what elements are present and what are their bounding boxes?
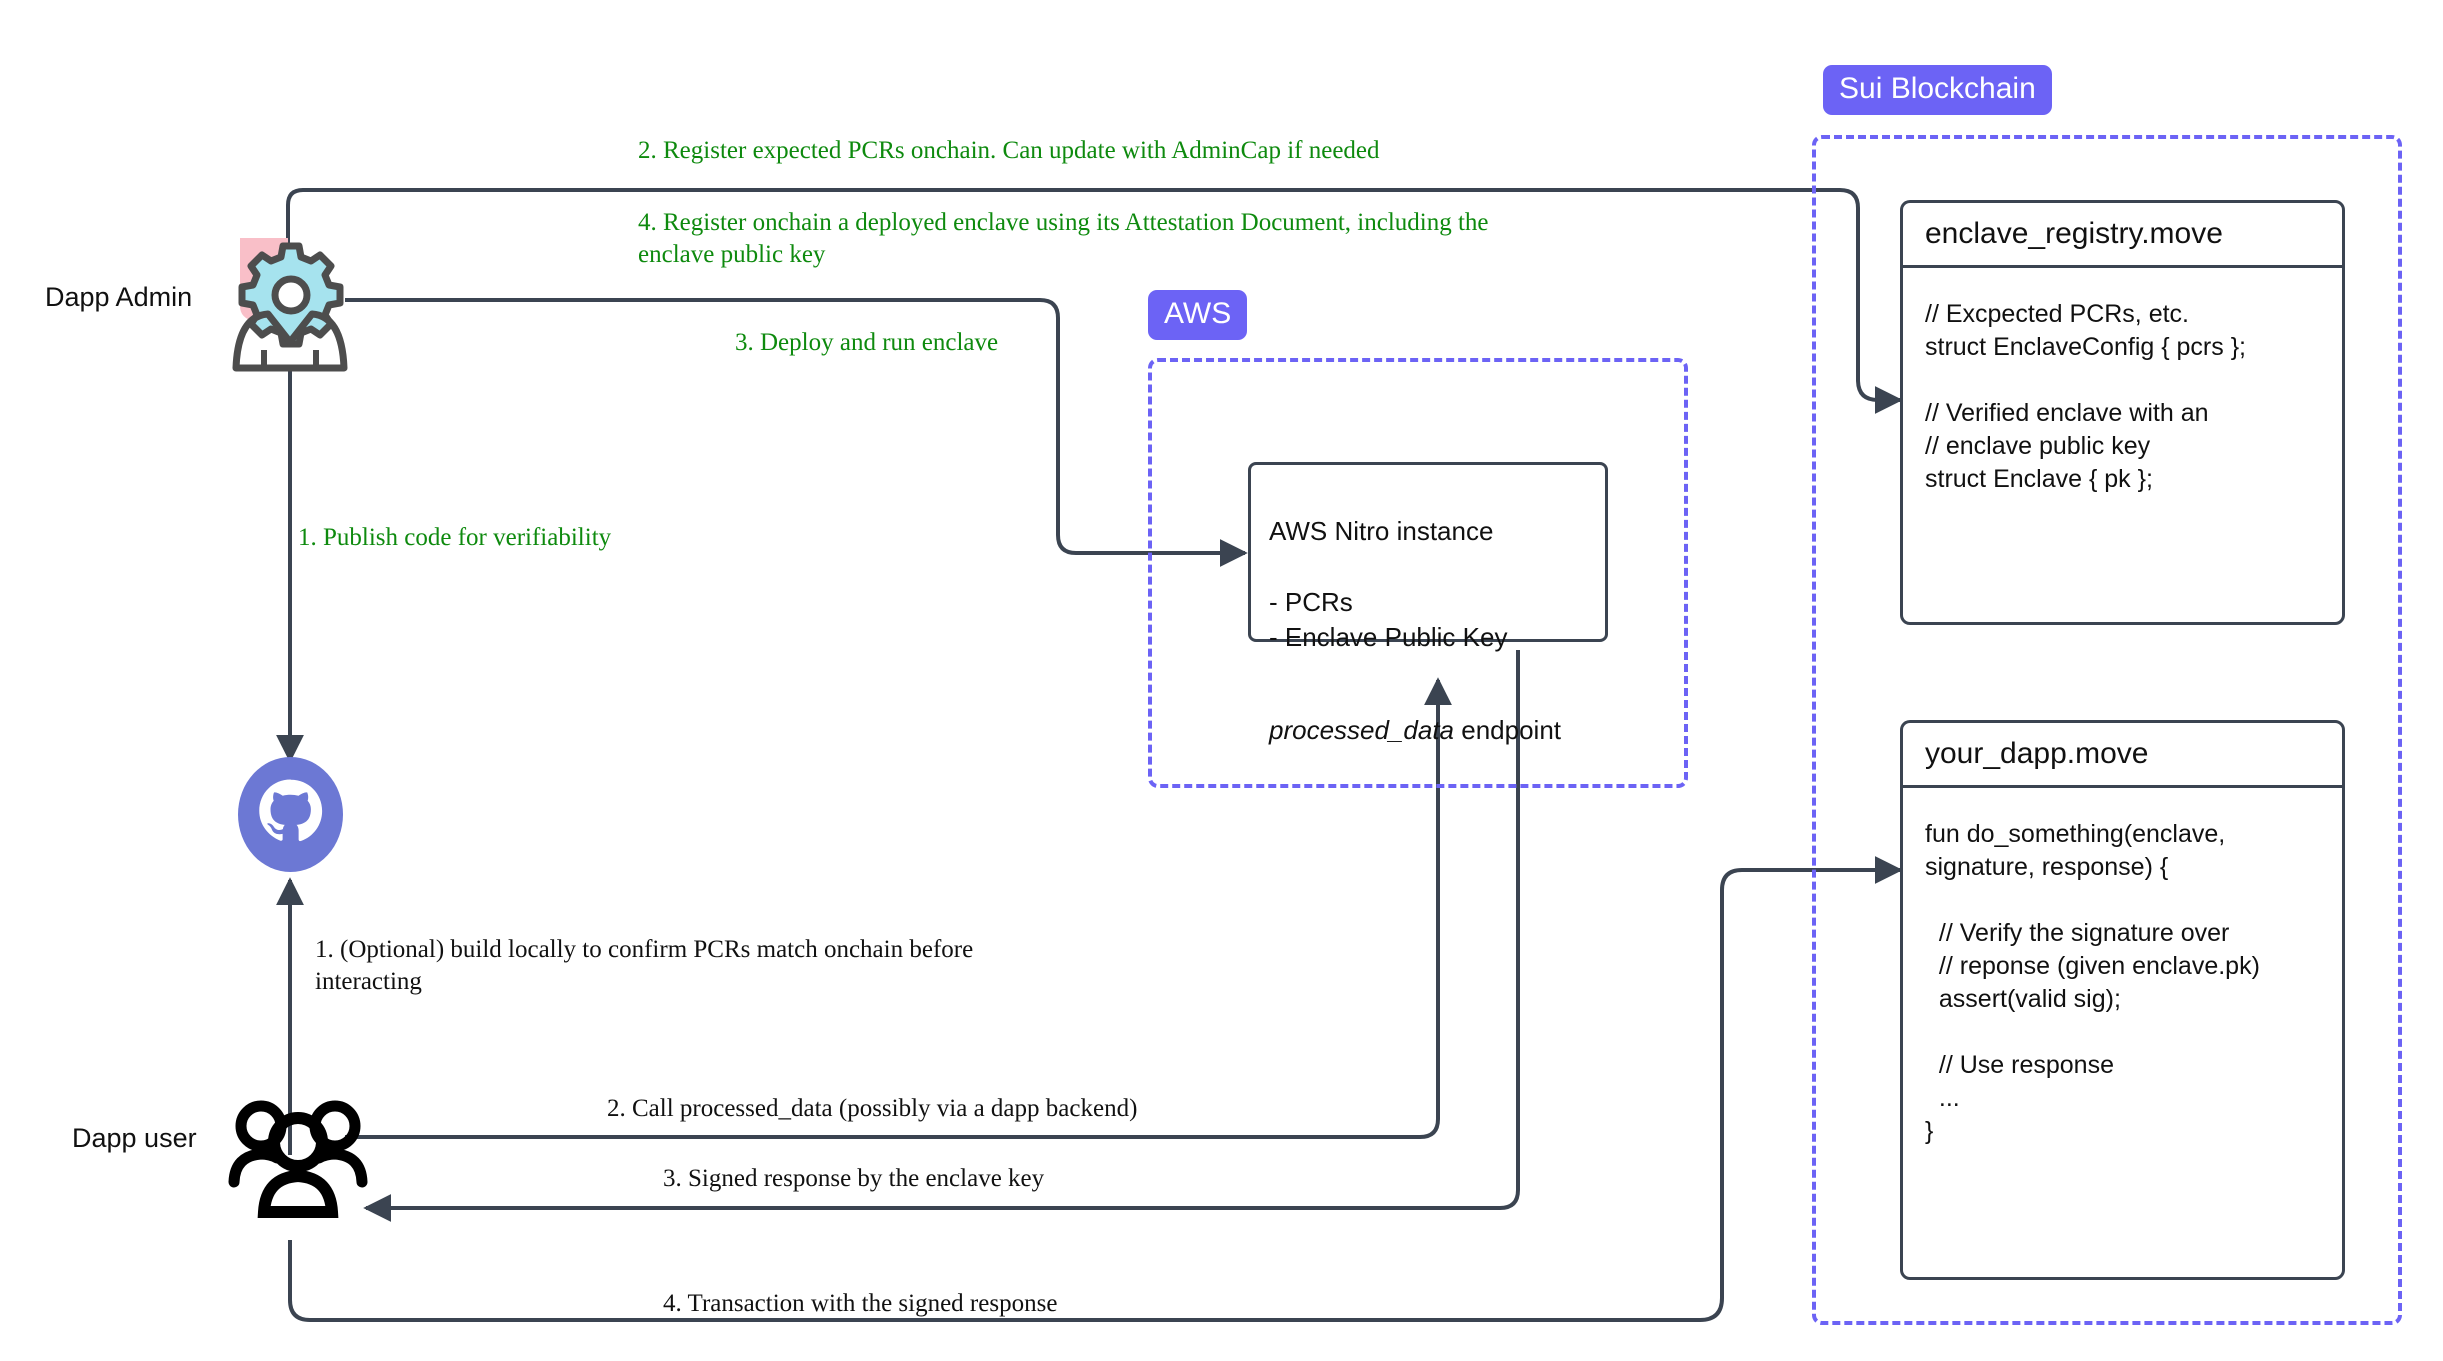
label-publish-code: 1. Publish code for verifiability	[298, 524, 612, 551]
label-signed-response: 3. Signed response by the enclave key	[663, 1165, 1045, 1192]
label-register-pcrs: 2. Register expected PCRs onchain. Can u…	[638, 137, 1380, 164]
dapp-admin-label: Dapp Admin	[45, 282, 193, 312]
label-deploy-run-enclave: 3. Deploy and run enclave	[735, 329, 999, 356]
admin-gear-person-icon	[232, 238, 348, 372]
aws-group-boundary	[1148, 358, 1688, 788]
aws-nitro-endpoint-suffix: endpoint	[1454, 715, 1562, 746]
aws-nitro-endpoint: processed_data endpoint	[1269, 713, 1589, 748]
aws-nitro-bullets: - PCRs - Enclave Public Key	[1269, 587, 1508, 653]
aws-nitro-title: AWS Nitro instance	[1269, 516, 1494, 547]
module-your-dapp-title: your_dapp.move	[1903, 723, 2342, 788]
label-transaction-signed-response: 4. Transaction with the signed response	[663, 1290, 1058, 1317]
aws-nitro-instance-box: AWS Nitro instance - PCRs - Enclave Publ…	[1248, 462, 1608, 745]
sui-blockchain-group-boundary	[1812, 135, 2402, 1325]
users-group-icon	[228, 1100, 368, 1218]
label-build-locally: 1. (Optional) build locally to confirm P…	[315, 936, 974, 995]
label-register-enclave: 4. Register onchain a deployed enclave u…	[638, 209, 1489, 268]
module-enclave-registry-title: enclave_registry.move	[1903, 203, 2342, 268]
sui-blockchain-badge: Sui Blockchain	[1823, 65, 2052, 115]
dapp-user-label: Dapp user	[72, 1123, 197, 1153]
module-your-dapp: your_dapp.move fun do_something(enclave,…	[1900, 720, 2345, 1280]
aws-nitro-endpoint-name: processed_data	[1269, 715, 1455, 746]
github-icon	[238, 757, 343, 872]
module-your-dapp-body: fun do_something(enclave, signature, res…	[1925, 820, 2260, 1145]
module-enclave-registry: enclave_registry.move // Excpected PCRs,…	[1900, 200, 2345, 625]
module-enclave-registry-body: // Excpected PCRs, etc. struct EnclaveCo…	[1925, 300, 2246, 493]
aws-badge: AWS	[1148, 290, 1248, 340]
label-call-processed-data: 2. Call processed_data (possibly via a d…	[607, 1095, 1138, 1122]
